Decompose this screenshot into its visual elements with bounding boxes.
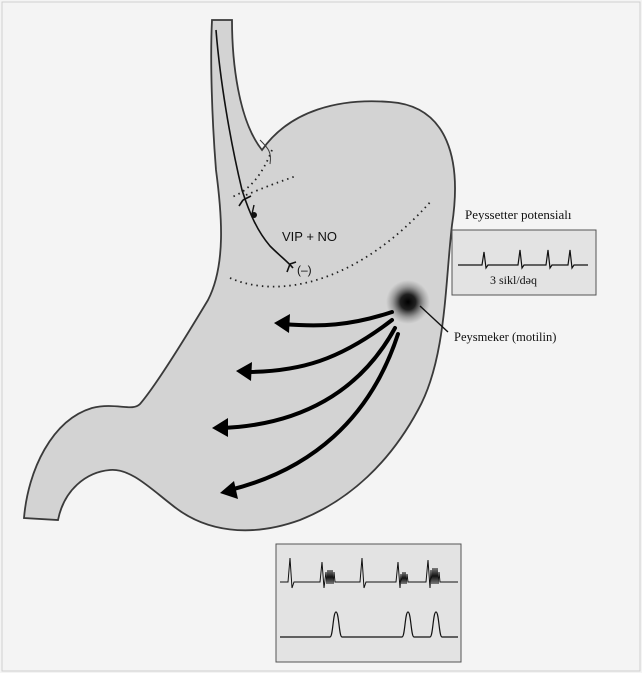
inhibition-label: (–) (297, 263, 312, 277)
pacemaker-label: Peysmeker (motilin) (454, 330, 556, 345)
pacesetter-title: Peyssetter potensialı (465, 207, 572, 223)
pacemaker-spot-icon (386, 280, 430, 324)
vip-no-label: VIP + NO (282, 229, 337, 244)
rate-label: 3 sikl/dəq (490, 273, 537, 288)
nerve-cell-body (251, 212, 257, 218)
spike-recording-panel (276, 544, 461, 662)
